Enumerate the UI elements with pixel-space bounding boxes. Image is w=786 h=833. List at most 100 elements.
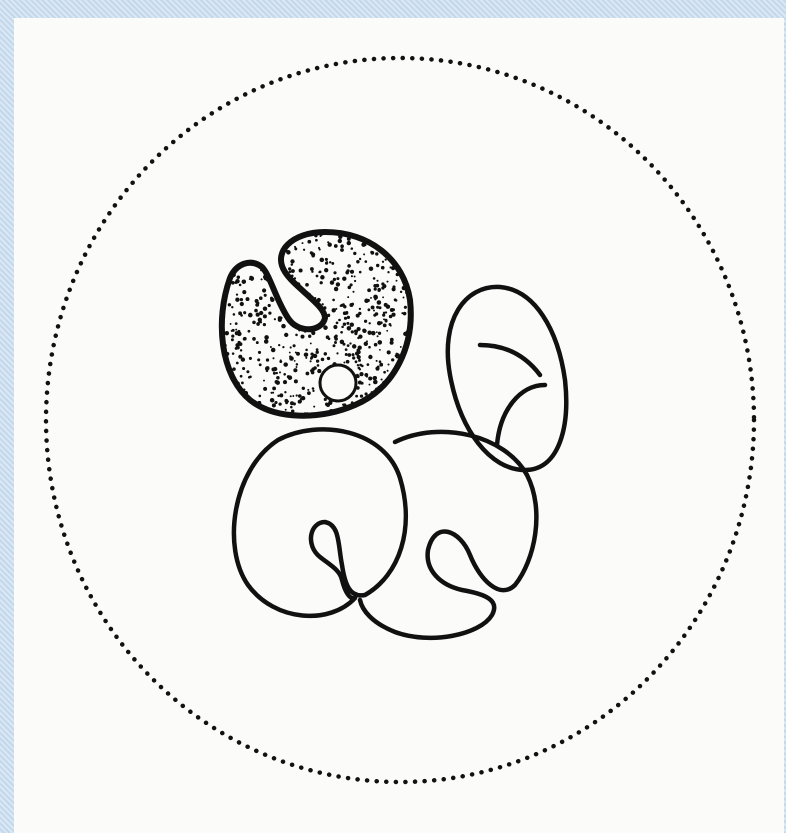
stipple-dot <box>278 316 282 320</box>
stipple-dot <box>336 282 340 286</box>
stipple-dot <box>263 314 267 318</box>
stipple-dot <box>357 350 361 354</box>
stipple-dot <box>316 348 319 351</box>
stipple-dot <box>418 248 421 251</box>
stipple-dot <box>395 353 398 356</box>
stipple-dot <box>235 322 238 325</box>
stipple-dot <box>390 230 392 232</box>
stipple-dot <box>246 297 250 301</box>
stipple-dot <box>284 399 288 403</box>
stipple-dot <box>352 356 355 359</box>
stipple-dot <box>294 379 298 383</box>
stipple-dot <box>408 372 411 375</box>
stipple-dot <box>241 382 244 385</box>
stipple-dot <box>347 264 351 268</box>
stipple-dot <box>285 409 287 411</box>
stipple-dot <box>396 394 399 397</box>
stipple-dot <box>405 380 409 384</box>
stipple-dot <box>222 275 226 279</box>
stipple-dot <box>418 376 421 379</box>
stipple-dot <box>327 241 329 243</box>
stipple-dot <box>358 381 362 385</box>
stipple-dot <box>379 360 382 363</box>
stipple-dot <box>409 266 412 269</box>
stipple-dot <box>350 323 354 327</box>
stipple-dot <box>360 394 363 397</box>
stipple-dot <box>264 335 269 340</box>
stipple-dot <box>271 399 274 402</box>
stipple-dot <box>282 346 284 348</box>
stipple-dot <box>325 261 328 264</box>
stipple-dot <box>382 261 384 263</box>
stipple-dot <box>320 281 323 284</box>
stipple-dot <box>248 376 251 379</box>
stipple-dot <box>392 285 395 288</box>
stipple-dot <box>248 258 250 260</box>
stipple-dot <box>262 255 266 259</box>
stipple-dot <box>260 248 264 252</box>
stipple-dot <box>356 314 360 318</box>
stipple-dot <box>324 352 327 355</box>
stipple-dot <box>292 395 294 397</box>
stipple-dot <box>379 396 382 399</box>
stipple-dot <box>284 333 288 337</box>
stipple-dot <box>368 404 371 407</box>
stipple-dot <box>393 406 397 410</box>
stipple-dot <box>297 314 299 316</box>
stipple-dot <box>258 351 261 354</box>
stipple-dot <box>351 303 354 306</box>
stipple-dot <box>259 231 264 236</box>
stipple-dot <box>392 232 395 235</box>
stipple-dot <box>357 230 359 232</box>
stipple-dot <box>214 246 219 251</box>
stipple-dot <box>375 418 377 420</box>
stipple-dot <box>366 234 368 236</box>
stipple-dot <box>265 366 269 370</box>
stipple-dot <box>341 326 344 329</box>
stipple-dot <box>357 364 359 366</box>
stipple-dot <box>399 381 402 384</box>
stipple-dot <box>416 308 420 312</box>
stipple-dot <box>390 308 394 312</box>
stipple-dot <box>358 346 362 350</box>
stipple-dot <box>288 375 293 380</box>
stipple-dot <box>263 380 265 382</box>
stipple-dot <box>412 276 416 280</box>
stipple-dot <box>289 352 291 354</box>
stipple-dot <box>239 284 242 287</box>
stipple-dot <box>271 415 273 417</box>
stipple-dot <box>380 321 383 324</box>
stipple-dot <box>221 379 223 381</box>
stipple-dot <box>250 243 253 246</box>
stipple-dot <box>256 411 259 414</box>
stipple-dot <box>294 360 296 362</box>
stipple-dot <box>412 413 415 416</box>
stipple-dot <box>352 291 354 293</box>
stipple-dot <box>301 396 305 400</box>
stipple-dot <box>366 231 370 235</box>
stipple-dot <box>237 256 242 261</box>
stipple-dot <box>215 287 218 290</box>
stipple-dot <box>330 280 334 284</box>
stipple-dot <box>413 263 417 267</box>
stipple-dot <box>367 308 370 311</box>
stipple-dot <box>398 242 401 245</box>
stipple-dot <box>366 376 368 378</box>
stipple-dot <box>274 401 277 404</box>
stipple-dot <box>257 358 260 361</box>
stipple-dot <box>270 297 273 300</box>
stipple-dot <box>402 228 406 232</box>
stipple-dot <box>264 294 267 297</box>
stipple-dot <box>219 289 222 292</box>
stipple-dot <box>393 392 395 394</box>
stipple-dot <box>218 352 222 356</box>
stipple-dot <box>367 363 370 366</box>
stipple-dot <box>336 352 338 354</box>
stipple-dot <box>375 312 378 315</box>
stipple-dot <box>351 330 354 333</box>
stipple-dot <box>320 258 325 263</box>
stipple-dot <box>307 391 311 395</box>
stipple-dot <box>305 283 309 287</box>
stipple-dot <box>346 269 349 272</box>
stipple-dot <box>256 322 260 326</box>
